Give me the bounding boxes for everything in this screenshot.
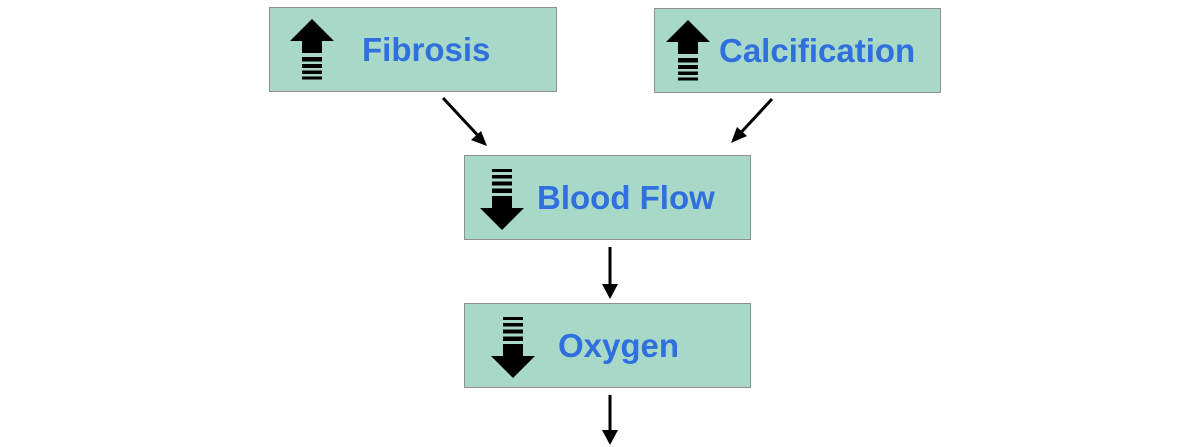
node-fibrosis: Fibrosis [269,7,557,92]
edge-arrowhead [731,127,747,143]
edge-arrowhead [602,430,618,445]
node-label-oxygen: Oxygen [558,327,680,364]
node-blood-flow: Blood Flow [464,155,751,240]
node-label-calcification: Calcification [719,32,916,69]
node-label-fibrosis: Fibrosis [362,31,491,68]
up-arrow-icon [290,19,334,80]
node-oxygen: Oxygen [464,303,751,388]
node-label-blood-flow: Blood Flow [537,179,715,216]
node-calcification: Calcification [654,8,941,93]
up-arrow-icon [666,20,710,81]
down-arrow-icon [491,317,535,378]
down-arrow-icon [480,169,524,230]
edge-arrowhead [602,284,618,299]
edge-arrowhead [471,131,487,146]
